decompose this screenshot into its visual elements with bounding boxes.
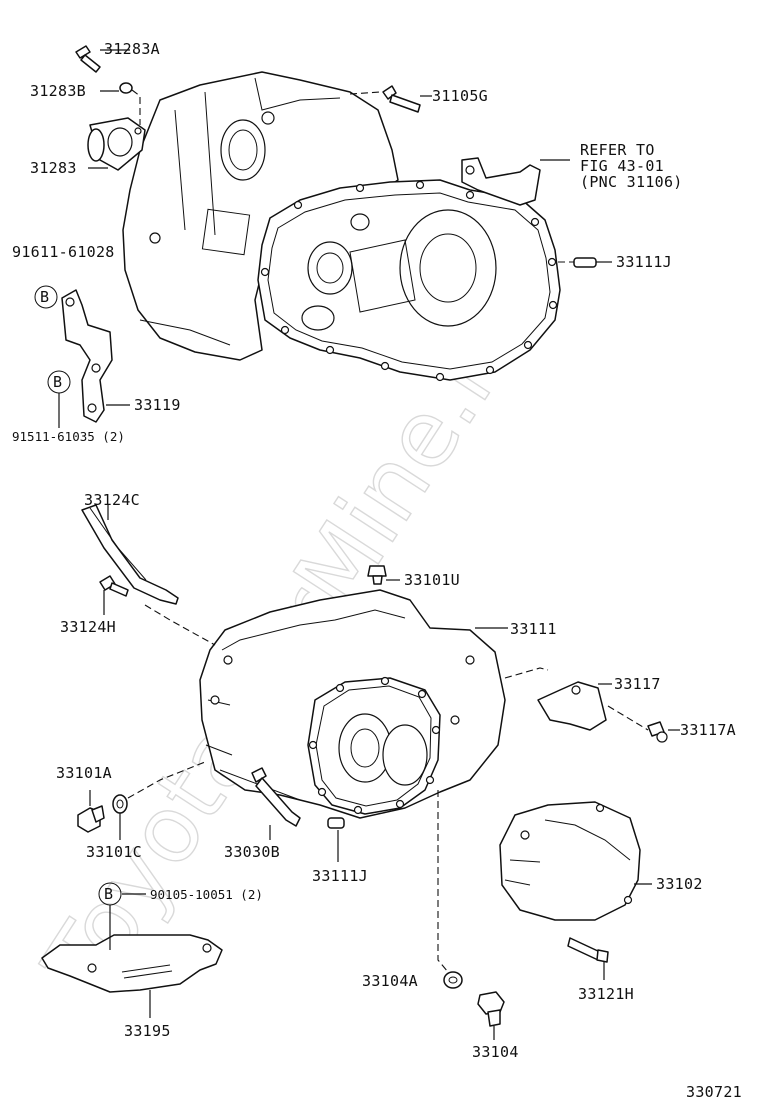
- label-33111j-top: 33111J: [616, 253, 672, 271]
- label-33124c: 33124C: [84, 491, 140, 509]
- figure-code: 330721: [686, 1083, 742, 1101]
- label-refer-3: (PNC 31106): [580, 173, 683, 191]
- label-31283b: 31283B: [30, 82, 86, 100]
- label-33101a: 33101A: [56, 764, 112, 782]
- label-91611: 91611-61028: [12, 243, 115, 261]
- label-callout-b-1: B: [40, 288, 49, 306]
- bolt-33124h: [99, 575, 216, 646]
- label-33195: 33195: [124, 1022, 171, 1040]
- label-callout-b-3: B: [104, 885, 113, 903]
- label-31283: 31283: [30, 159, 77, 177]
- plug-33104: [477, 991, 505, 1040]
- label-33104a: 33104A: [362, 972, 418, 990]
- label-33121h: 33121H: [578, 985, 634, 1003]
- bolt-31283a: [75, 45, 130, 73]
- label-33111: 33111: [510, 620, 557, 638]
- bolt-33030b: [251, 767, 301, 840]
- plate-33195: [41, 905, 223, 1018]
- plug-33101u: [367, 565, 400, 585]
- clutch-housing: [122, 71, 561, 382]
- bracket-33119: [61, 289, 130, 423]
- label-refer-1: REFER TO: [580, 141, 655, 159]
- label-33117a: 33117A: [680, 721, 736, 739]
- bolt-31105g: [349, 85, 432, 113]
- labels: 31283A 31283B 31283 31105G REFER TO FIG …: [12, 40, 742, 1101]
- plug-31283b: [100, 82, 141, 125]
- pin-33111j-bottom: [327, 817, 345, 862]
- plug-33101a: [77, 790, 105, 833]
- label-33102: 33102: [656, 875, 703, 893]
- bolt-33121h: [567, 937, 609, 980]
- label-91511: 91511-61035 (2): [12, 429, 125, 444]
- label-33101c: 33101C: [86, 843, 142, 861]
- label-31283a: 31283A: [104, 40, 160, 58]
- bracket-33117: [504, 667, 649, 731]
- callout-b-bottom: [98, 882, 146, 906]
- callout-b-top: [34, 285, 71, 428]
- retainer-31283: [87, 117, 146, 171]
- transmission-case: [199, 589, 506, 819]
- cover-33102: [499, 801, 652, 921]
- pin-33111j-top: [558, 257, 612, 268]
- label-33124h: 33124H: [60, 618, 116, 636]
- bolt-33117a: [647, 721, 680, 743]
- gasket-33101c: [112, 761, 206, 840]
- label-33119: 33119: [134, 396, 181, 414]
- gasket-33104a: [437, 790, 463, 989]
- label-33101u: 33101U: [404, 571, 460, 589]
- shift-rod-33124c: [81, 504, 179, 605]
- label-callout-b-2: B: [53, 373, 62, 391]
- label-31105g: 31105G: [432, 87, 488, 105]
- label-33111j-bottom: 33111J: [312, 867, 368, 885]
- label-33030b: 33030B: [224, 843, 280, 861]
- label-33104: 33104: [472, 1043, 519, 1061]
- label-33117: 33117: [614, 675, 661, 693]
- label-90105: 90105-10051 (2): [150, 887, 263, 902]
- label-refer-2: FIG 43-01: [580, 157, 664, 175]
